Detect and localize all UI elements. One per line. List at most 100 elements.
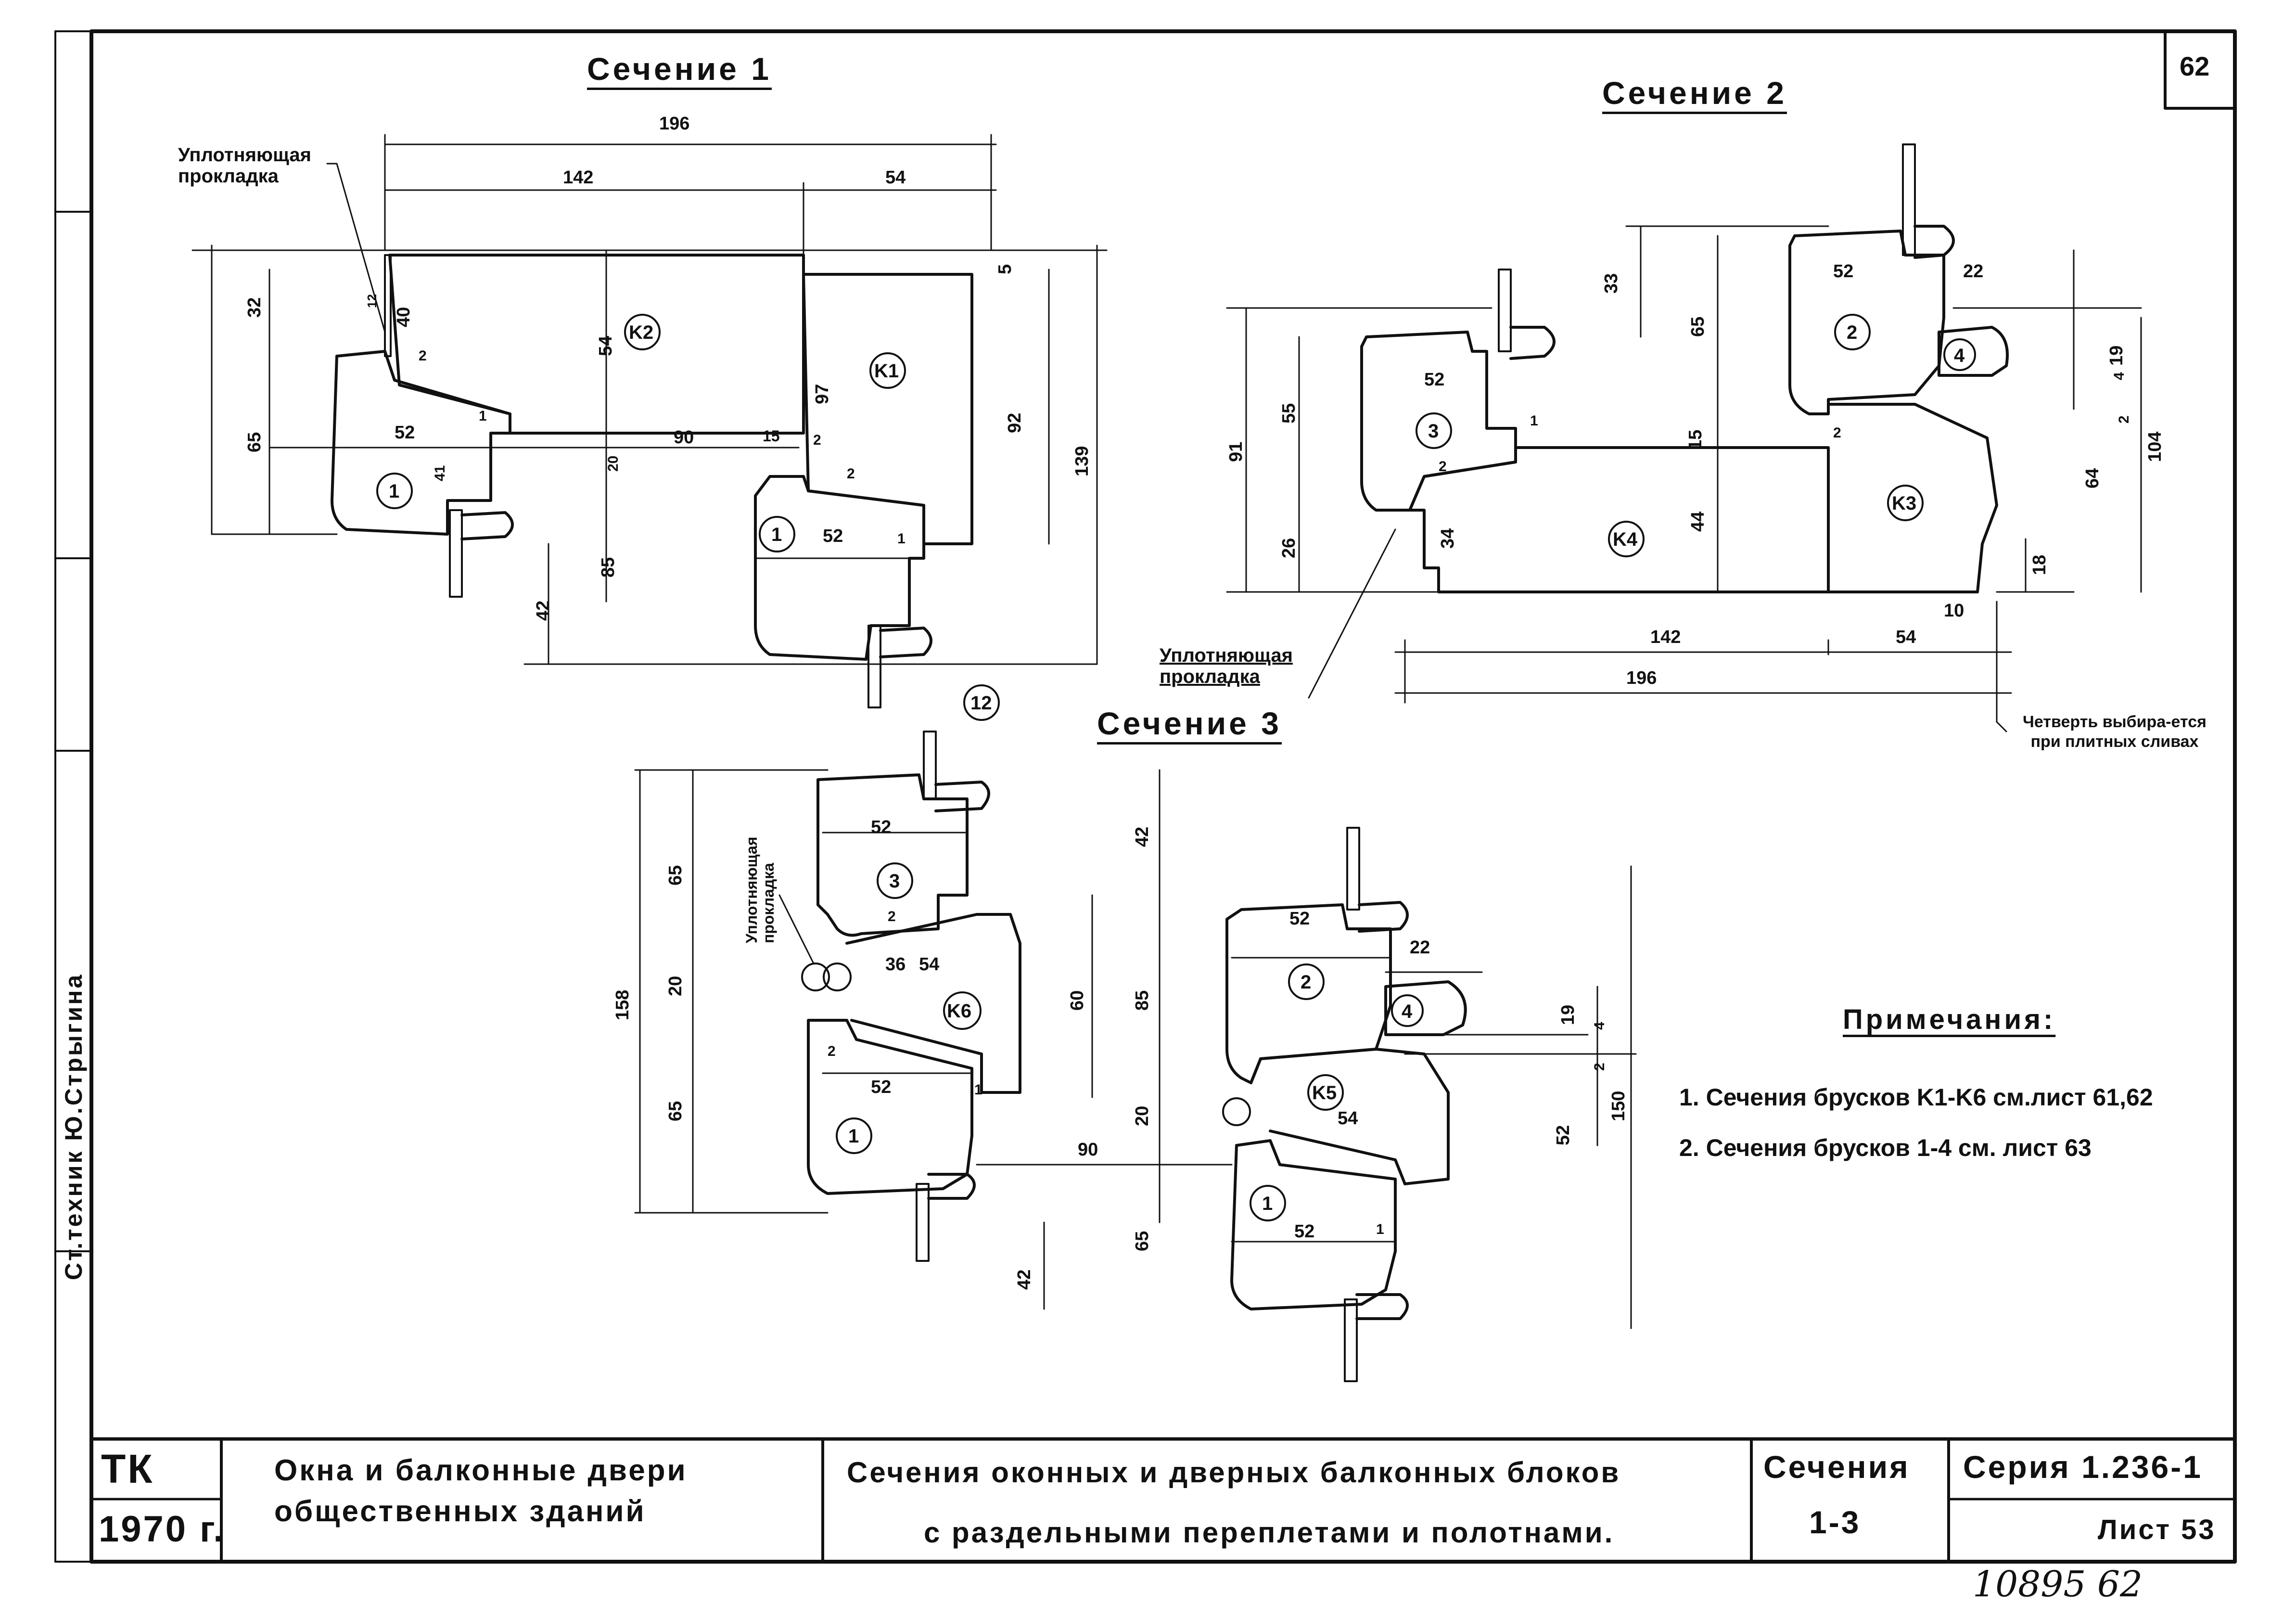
dim-label: 20 [1132,1105,1152,1126]
sheet-frame [89,29,2237,1564]
dim-label: 91 [1226,441,1246,462]
seal-label-2: Уплотняющая прокладка [1160,645,1293,687]
dim-label: 22 [1963,261,1984,282]
dim-label: 42 [1014,1269,1034,1290]
dim-label: 15 [1685,429,1706,450]
section-2-drawing [1360,143,2009,593]
section-3-title: Сечение 3 [1097,706,1282,741]
dim-label: 65 [665,1101,686,1121]
dim-label: 65 [665,865,686,886]
object-line-2: общественных зданий [274,1495,646,1528]
description-line-2: с раздельными переплетами и полотнами. [924,1516,1615,1549]
dim-label: 20 [605,455,621,472]
dim-label: 90 [674,427,694,448]
dim-label: 52 [871,817,892,837]
dim-label: 4 [2111,372,2127,380]
dim-label: 5 [995,264,1015,274]
dim-label: 196 [659,114,690,134]
dim-label: 1 [1530,413,1538,429]
dim-label: 142 [1650,627,1681,647]
dim-label: 18 [2029,554,2050,575]
dim-label: 36 [885,954,906,975]
part-label: 4 [1402,1001,1413,1022]
dim-label: 32 [244,297,265,318]
section-range: 1-3 [1809,1504,1861,1540]
dim-label: 97 [812,384,832,404]
part-label: 12 [970,693,992,714]
part-label: 3 [1428,421,1439,442]
dim-label: 54 [596,335,616,356]
dim-label: 2 [888,909,896,924]
section-2-dims [1226,225,2142,723]
seal-label-1: Уплотняющая прокладка [178,144,311,187]
dim-label: 33 [1601,273,1621,294]
dim-label: 54 [919,954,940,975]
dim-label: 4 [1592,1022,1607,1030]
dim-label: 42 [1132,826,1152,847]
handwritten-number: 10895 62 [1973,1564,2143,1605]
part-label: K1 [874,360,899,382]
part-label: K3 [1892,493,1917,514]
dim-label: 196 [1626,668,1657,688]
dim-label: 64 [2082,468,2103,488]
dim-label: 52 [1289,909,1310,929]
dim-label: 150 [1608,1091,1629,1121]
seal-label-3: Уплотняющая прокладка [743,836,778,943]
dim-label: 12 [365,294,379,308]
dim-label: 2 [1833,425,1841,441]
dim-label: 142 [563,167,594,188]
dim-label: 1 [1376,1221,1384,1237]
dim-label: 52 [1833,261,1854,282]
dim-label: 85 [1132,990,1152,1011]
section-label: Сечения [1763,1449,1910,1485]
dim-label: 44 [1688,511,1708,532]
part-label: 1 [1262,1193,1273,1214]
part-label: K2 [629,322,654,343]
dim-label: 2 [419,348,427,364]
dim-label: 22 [1410,937,1430,958]
part-label: K6 [947,1001,972,1022]
sheet-number: 62 [2180,51,2210,81]
dim-label: 54 [1896,627,1916,647]
dim-label: 139 [1072,446,1092,476]
dim-label: 52 [871,1077,892,1097]
dim-label: 34 [1438,528,1458,549]
org-code: ТК [101,1446,154,1491]
description-line-1: Сечения оконных и дверных балконных блок… [847,1456,1621,1489]
dim-label: 52 [1424,370,1445,390]
dim-label: 104 [2145,431,2165,462]
part-label: K5 [1312,1082,1337,1104]
dim-label: 65 [1688,316,1708,337]
section-3-dims [634,769,1637,1329]
dim-label: 2 [1439,459,1447,475]
dim-label: 26 [1279,538,1299,558]
dim-label: 20 [665,976,686,996]
dim-label: 2 [1592,1063,1607,1071]
dim-label: 92 [1005,412,1025,433]
dim-label: 15 [763,427,780,445]
dim-label: 65 [244,432,265,452]
dim-label: 1 [479,408,487,424]
dim-label: 52 [823,526,843,546]
section-1-title: Сечение 1 [587,51,772,87]
notes-heading: Примечания: [1843,1004,2056,1035]
note-item: 2. Сечения брусков 1-4 см. лист 63 [1679,1134,2092,1161]
dim-label: 40 [394,307,414,327]
dim-label: 90 [1078,1140,1098,1160]
dim-label: 60 [1067,990,1087,1011]
sheet-label: Лист 53 [2098,1514,2216,1545]
dim-label: 1 [897,531,906,547]
object-line-1: Окна и балконные двери [274,1454,688,1487]
dim-label: 10 [1944,601,1964,621]
dim-label: 1 [974,1082,982,1098]
dim-label: 2 [847,466,855,482]
year: 1970 г. [99,1509,226,1550]
quarter-note: Четверть выбира-ется при плитных сливах [2023,713,2207,751]
dim-label: 52 [395,423,415,443]
note-item: 1. Сечения брусков K1-K6 см.лист 61,62 [1679,1084,2153,1111]
series: Серия 1.236-1 [1963,1449,2203,1485]
dim-label: 54 [885,167,906,188]
dim-label: 2 [813,432,821,448]
section-3-drawing-left [801,731,1021,1262]
